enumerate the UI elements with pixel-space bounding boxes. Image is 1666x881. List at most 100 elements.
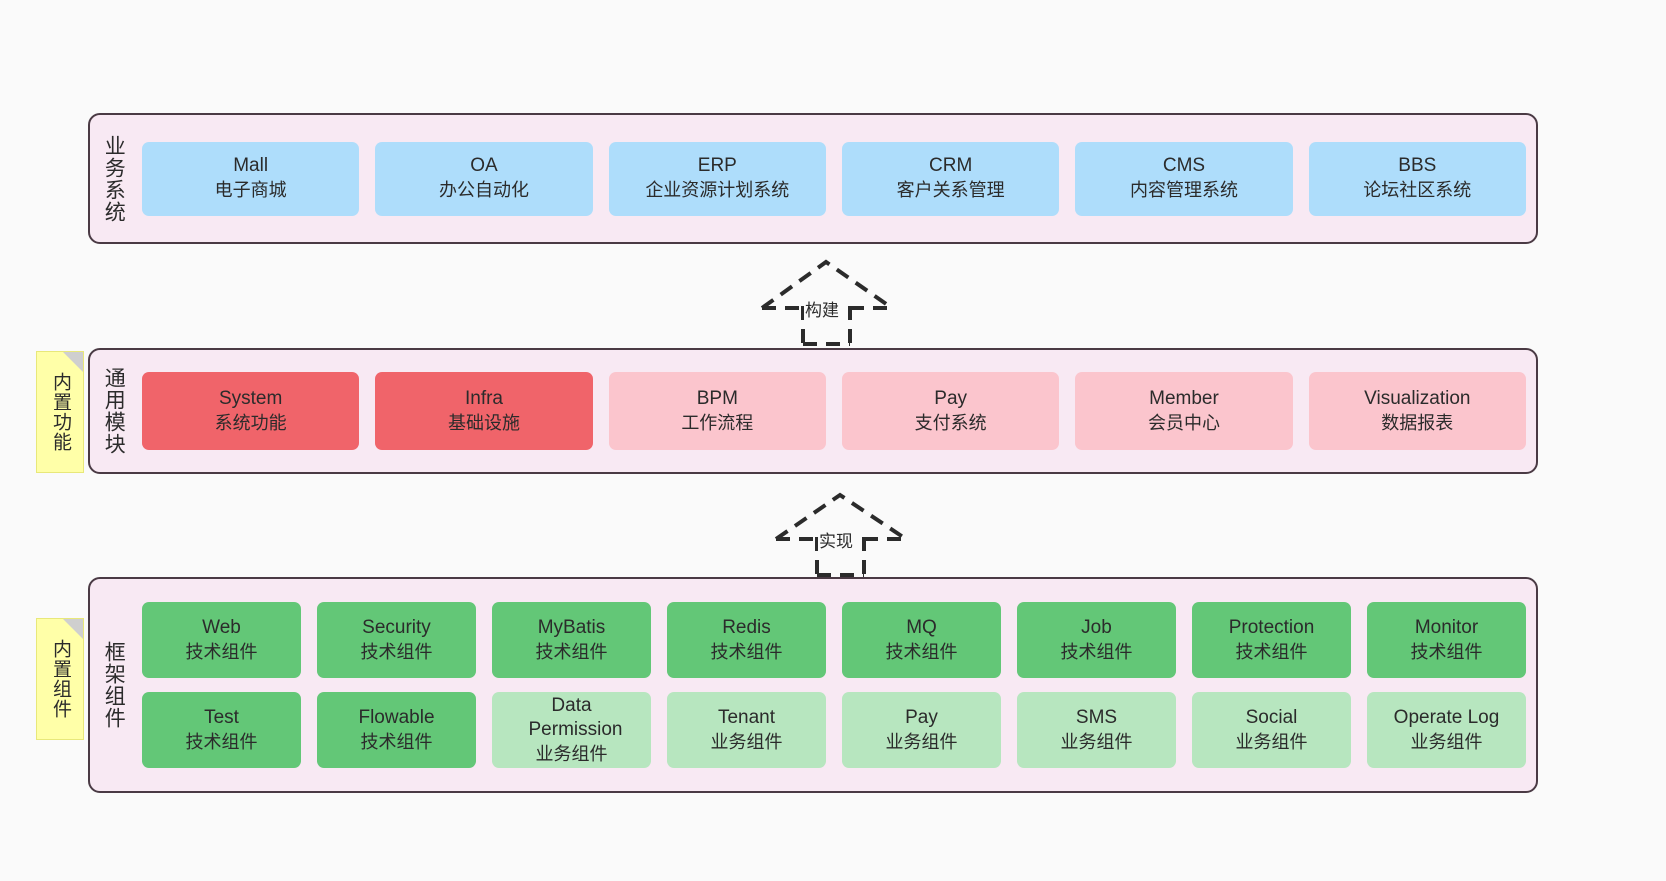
module-card-title: System bbox=[218, 387, 283, 409]
module-card-subtitle: 电子商城 bbox=[214, 180, 287, 201]
component-card-subtitle: 业务组件 bbox=[535, 744, 608, 764]
module-card-title: Mall bbox=[233, 155, 269, 177]
module-card-pay[interactable]: Pay 支付系统 bbox=[841, 372, 1060, 450]
component-card-subtitle: 技术组件 bbox=[885, 641, 958, 662]
row: Test 技术组件 Flowable 技术组件 Data Permission … bbox=[142, 692, 1526, 768]
module-card-subtitle: 会员中心 bbox=[1147, 412, 1220, 433]
component-card-title: Flowable bbox=[358, 706, 435, 728]
component-card-sms[interactable]: SMS 业务组件 bbox=[1017, 692, 1176, 768]
note-fold-icon bbox=[63, 352, 83, 372]
component-card-redis[interactable]: Redis 技术组件 bbox=[667, 602, 826, 678]
component-card-subtitle: 技术组件 bbox=[1235, 641, 1308, 662]
layer-title-business-systems: 业务系统 bbox=[102, 134, 126, 223]
note-fold-icon bbox=[63, 619, 83, 639]
component-card-title: Test bbox=[204, 706, 239, 728]
module-card-mall[interactable]: Mall 电子商城 bbox=[142, 141, 360, 216]
module-card-system[interactable]: System 系统功能 bbox=[142, 372, 360, 450]
module-card-subtitle: 数据报表 bbox=[1381, 412, 1454, 433]
layer-business-systems: 业务系统 Mall 电子商城 OA 办公自动化 ERP 企业资源计划系统 CRM… bbox=[88, 113, 1538, 244]
layer-title-common-modules: 通用模块 bbox=[102, 367, 126, 455]
module-card-visualization[interactable]: Visualization 数据报表 bbox=[1308, 372, 1526, 450]
module-card-title: CMS bbox=[1162, 155, 1206, 177]
layer-title-framework-components: 框架组件 bbox=[102, 641, 126, 729]
component-card-subtitle: 技术组件 bbox=[535, 641, 608, 662]
arrow-implement-shape bbox=[774, 492, 908, 577]
component-card-title: Redis bbox=[722, 616, 771, 638]
module-card-title: Pay bbox=[934, 387, 968, 409]
component-card-title: Data Permission bbox=[528, 694, 623, 741]
module-card-subtitle: 支付系统 bbox=[914, 412, 987, 433]
component-card-subtitle: 技术组件 bbox=[1060, 641, 1133, 662]
module-card-oa[interactable]: OA 办公自动化 bbox=[375, 141, 593, 216]
module-card-subtitle: 工作流程 bbox=[681, 412, 754, 433]
module-card-title: BPM bbox=[696, 387, 738, 409]
layer-body-business-systems: Mall 电子商城 OA 办公自动化 ERP 企业资源计划系统 CRM 客户关系… bbox=[136, 115, 1536, 242]
module-card-title: Infra bbox=[464, 387, 503, 409]
component-card-subtitle: 业务组件 bbox=[710, 731, 783, 752]
module-card-member[interactable]: Member 会员中心 bbox=[1075, 372, 1293, 450]
note-label: 内置组件 bbox=[50, 639, 72, 719]
module-card-cms[interactable]: CMS 内容管理系统 bbox=[1075, 141, 1293, 216]
component-card-monitor[interactable]: Monitor 技术组件 bbox=[1367, 602, 1526, 678]
arrow-build-label: 构建 bbox=[804, 296, 840, 321]
component-card-subtitle: 技术组件 bbox=[710, 641, 783, 662]
module-card-infra[interactable]: Infra 基础设施 bbox=[375, 372, 593, 450]
component-card-title: Social bbox=[1245, 706, 1298, 728]
component-card-title: Monitor bbox=[1414, 616, 1479, 638]
component-card-flowable[interactable]: Flowable 技术组件 bbox=[317, 692, 476, 768]
module-card-title: Member bbox=[1149, 387, 1219, 409]
component-card-subtitle: 技术组件 bbox=[360, 641, 433, 662]
component-card-title: Web bbox=[202, 616, 241, 638]
module-card-title: ERP bbox=[697, 155, 737, 177]
component-card-security[interactable]: Security 技术组件 bbox=[317, 602, 476, 678]
module-card-title: CRM bbox=[929, 155, 973, 177]
component-card-title: Operate Log bbox=[1393, 706, 1500, 728]
component-card-operate-log[interactable]: Operate Log 业务组件 bbox=[1367, 692, 1526, 768]
component-card-social[interactable]: Social 业务组件 bbox=[1192, 692, 1351, 768]
module-card-crm[interactable]: CRM 客户关系管理 bbox=[841, 141, 1060, 216]
component-card-title: MQ bbox=[906, 616, 937, 638]
component-card-title: Protection bbox=[1228, 616, 1315, 638]
component-card-tenant[interactable]: Tenant 业务组件 bbox=[667, 692, 826, 768]
note-builtin-components: 内置组件 bbox=[36, 618, 84, 740]
component-card-title: Security bbox=[362, 616, 431, 638]
module-card-title: BBS bbox=[1398, 155, 1437, 177]
module-card-title: Visualization bbox=[1364, 387, 1471, 409]
component-card-subtitle: 业务组件 bbox=[885, 731, 958, 752]
row: Web 技术组件 Security 技术组件 MyBatis 技术组件 Redi… bbox=[142, 602, 1526, 678]
layer-body-framework-components: Web 技术组件 Security 技术组件 MyBatis 技术组件 Redi… bbox=[136, 579, 1536, 791]
component-card-pay[interactable]: Pay 业务组件 bbox=[842, 692, 1001, 768]
component-card-subtitle: 技术组件 bbox=[185, 641, 258, 662]
component-card-subtitle: 业务组件 bbox=[1060, 731, 1133, 752]
note-label: 内置功能 bbox=[50, 372, 72, 452]
component-card-subtitle: 技术组件 bbox=[185, 731, 258, 752]
component-card-test[interactable]: Test 技术组件 bbox=[142, 692, 301, 768]
module-card-bpm[interactable]: BPM 工作流程 bbox=[608, 372, 826, 450]
arrow-implement-label: 实现 bbox=[818, 527, 854, 552]
row: System 系统功能 Infra 基础设施 BPM 工作流程 Pay 支付系统… bbox=[142, 372, 1526, 450]
arrow-build-shape bbox=[760, 259, 894, 346]
component-card-web[interactable]: Web 技术组件 bbox=[142, 602, 301, 678]
component-card-subtitle: 业务组件 bbox=[1235, 731, 1308, 752]
component-card-subtitle: 技术组件 bbox=[1410, 641, 1483, 662]
component-card-mybatis[interactable]: MyBatis 技术组件 bbox=[492, 602, 651, 678]
layer-common-modules: 通用模块 System 系统功能 Infra 基础设施 BPM 工作流程 Pay… bbox=[88, 348, 1538, 474]
component-card-title: SMS bbox=[1075, 706, 1118, 728]
arrow-implement: 实现 bbox=[772, 491, 912, 579]
component-card-job[interactable]: Job 技术组件 bbox=[1017, 602, 1176, 678]
component-card-data-permission[interactable]: Data Permission 业务组件 bbox=[492, 692, 651, 768]
note-builtin-features: 内置功能 bbox=[36, 351, 84, 473]
component-card-mq[interactable]: MQ 技术组件 bbox=[842, 602, 1001, 678]
component-card-title: Pay bbox=[905, 706, 938, 728]
layer-framework-components: 框架组件 Web 技术组件 Security 技术组件 MyBatis 技术组件… bbox=[88, 577, 1538, 793]
module-card-subtitle: 内容管理系统 bbox=[1129, 180, 1238, 201]
arrow-build: 构建 bbox=[758, 258, 898, 348]
module-card-bbs[interactable]: BBS 论坛社区系统 bbox=[1308, 141, 1526, 216]
component-card-subtitle: 业务组件 bbox=[1410, 731, 1483, 752]
module-card-subtitle: 基础设施 bbox=[447, 412, 520, 433]
module-card-erp[interactable]: ERP 企业资源计划系统 bbox=[608, 141, 826, 216]
component-card-protection[interactable]: Protection 技术组件 bbox=[1192, 602, 1351, 678]
module-card-title: OA bbox=[470, 155, 498, 177]
component-card-title: Job bbox=[1081, 616, 1112, 638]
